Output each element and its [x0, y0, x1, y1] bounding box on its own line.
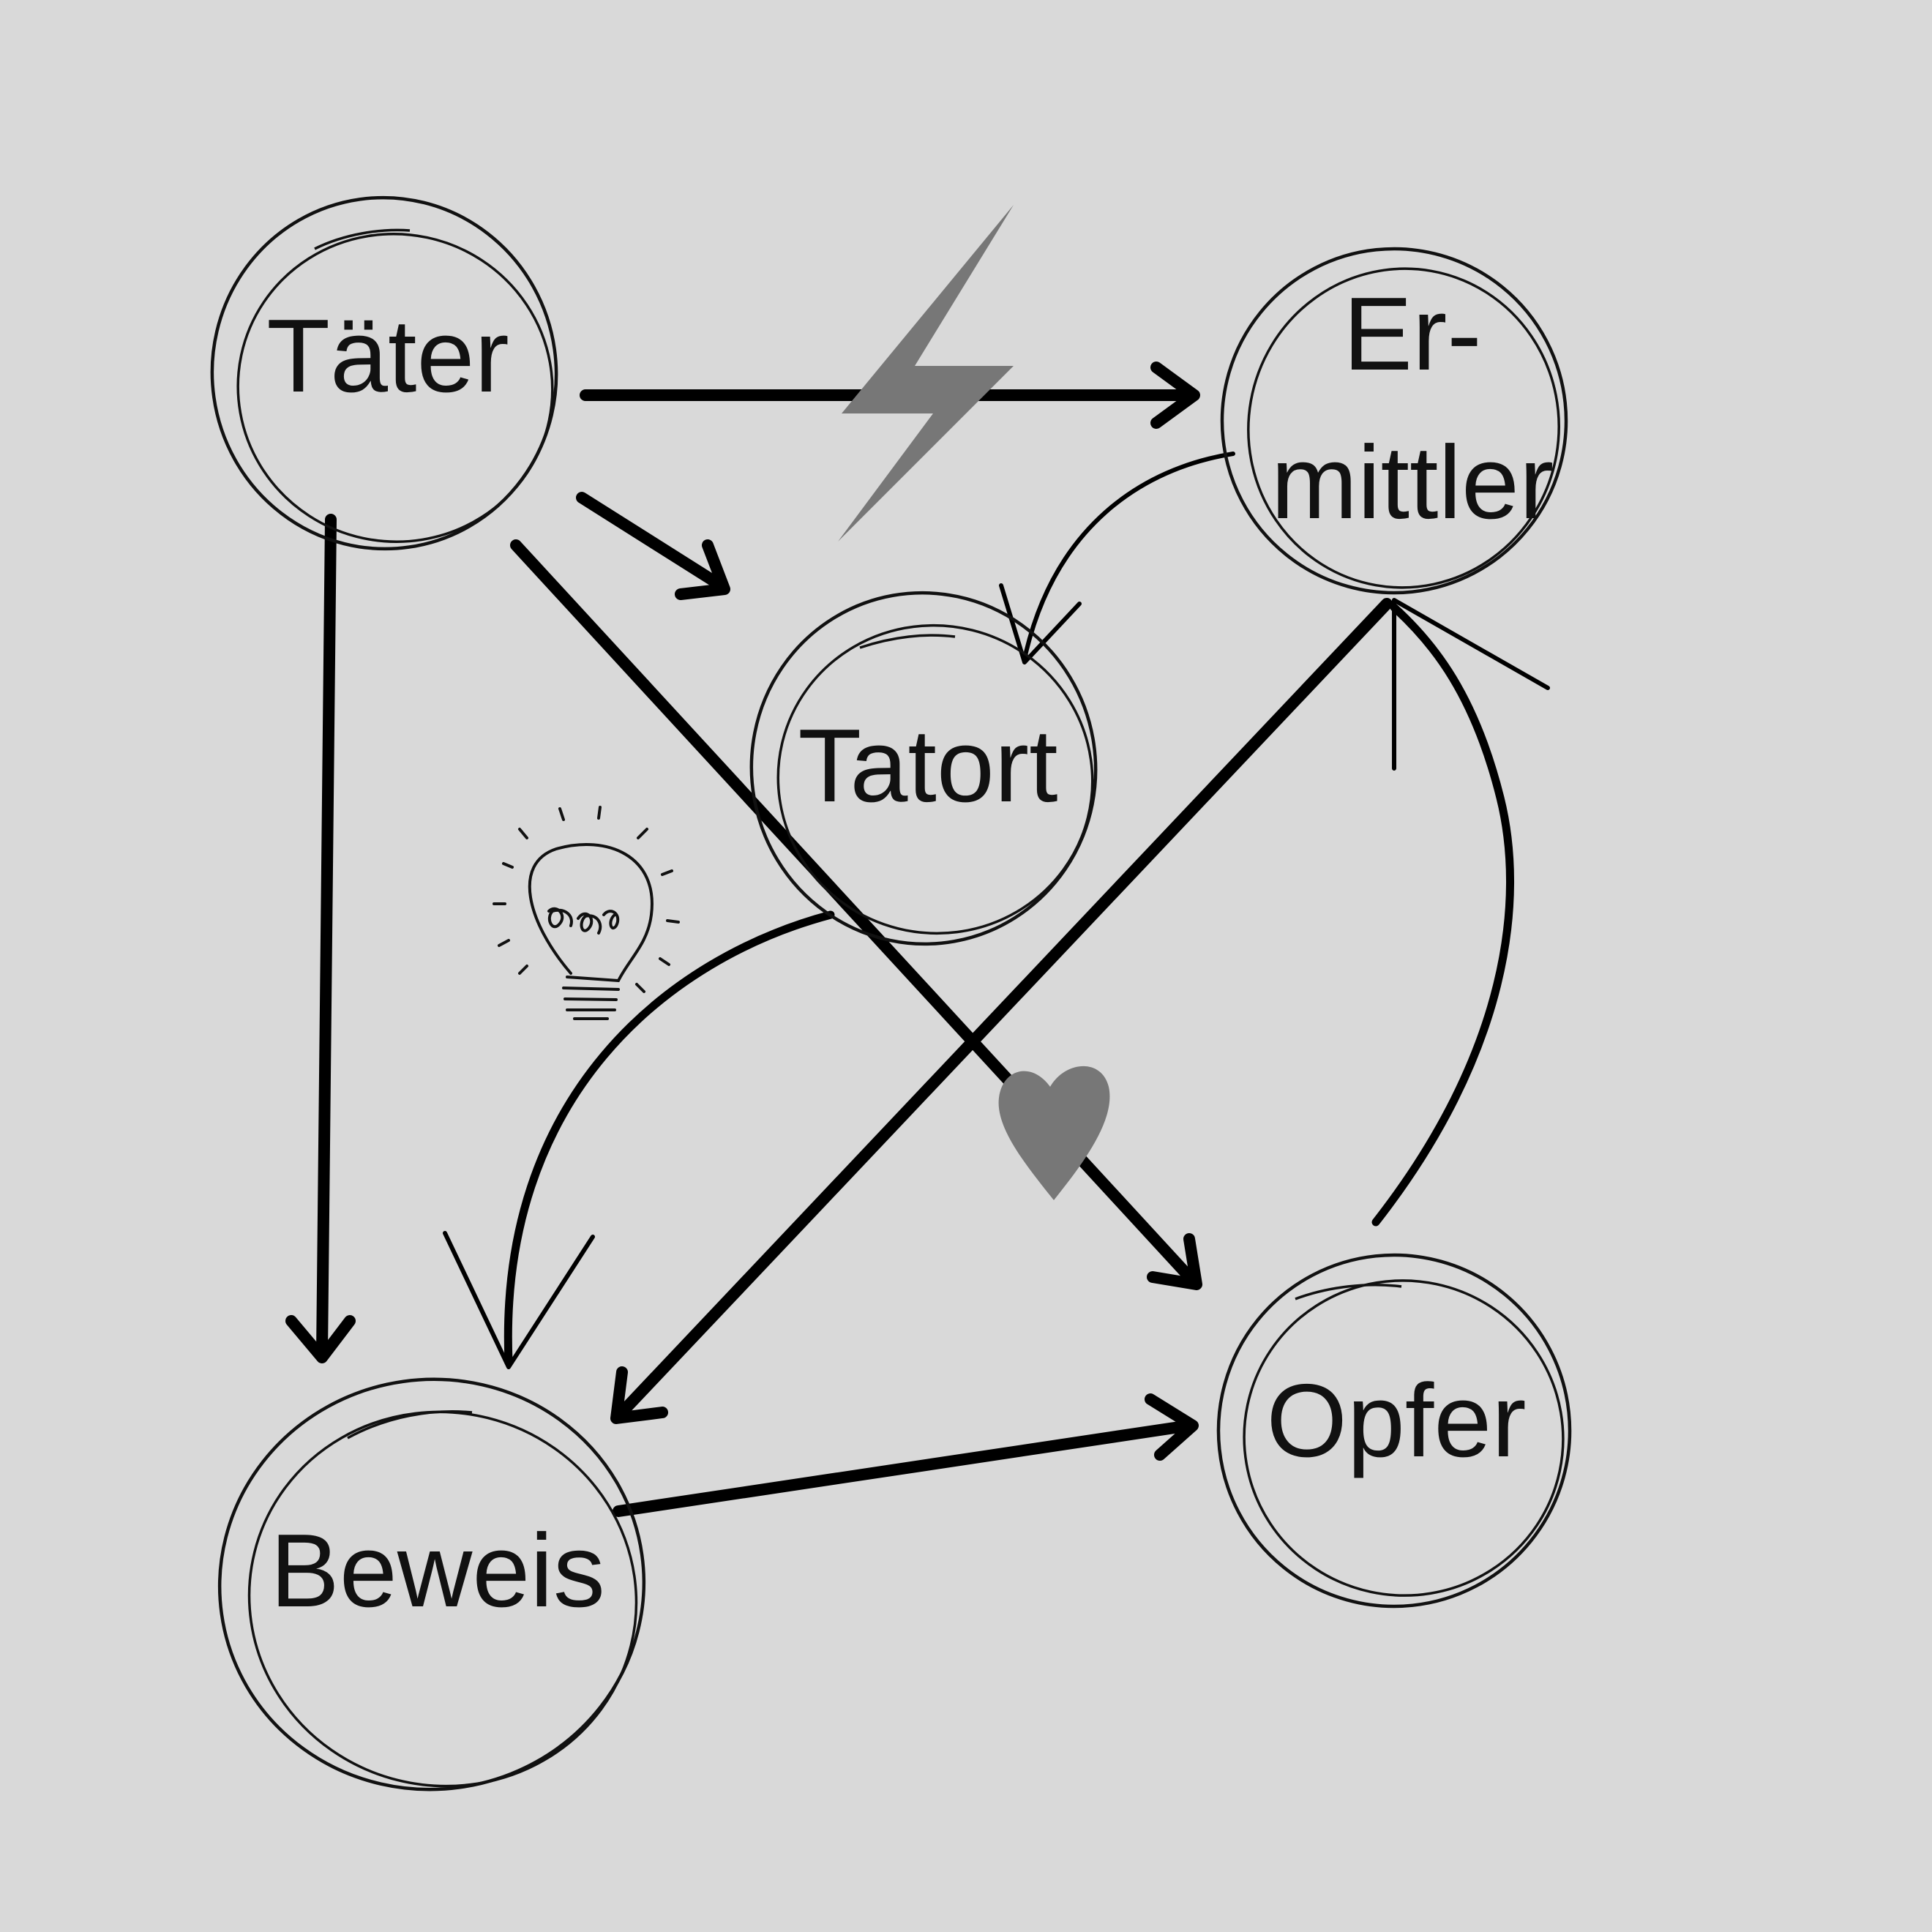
lightning-icon [838, 205, 1014, 542]
node-label-ermittler-line1: Er- [1343, 276, 1481, 392]
edge-ermittler-tatort [999, 452, 1235, 664]
node-label-opfer: Opfer [1266, 1363, 1526, 1479]
node-taeter: Täter [210, 195, 558, 551]
node-tatort: Tatort [749, 591, 1098, 946]
edge-ermittler-beweis [610, 598, 1393, 1424]
edge-taeter-beweis [285, 514, 356, 1363]
node-beweis: Beweis [217, 1377, 646, 1791]
node-label-taeter: Täter [266, 298, 509, 414]
node-label-ermittler-line2: mittler [1271, 424, 1554, 541]
edge-taeter-tatort [576, 492, 730, 600]
node-label-beweis: Beweis [270, 1513, 605, 1629]
edge-tatort-beweis [443, 910, 835, 1369]
heart-icon [998, 1066, 1110, 1200]
lightbulb-icon [493, 806, 680, 1020]
edge-beweis-opfer [613, 1393, 1199, 1517]
node-ermittler: Er- mittler [1220, 247, 1568, 595]
node-opfer: Opfer [1216, 1253, 1572, 1609]
node-label-tatort: Tatort [798, 708, 1057, 824]
edge-opfer-ermittler [1371, 598, 1550, 1227]
